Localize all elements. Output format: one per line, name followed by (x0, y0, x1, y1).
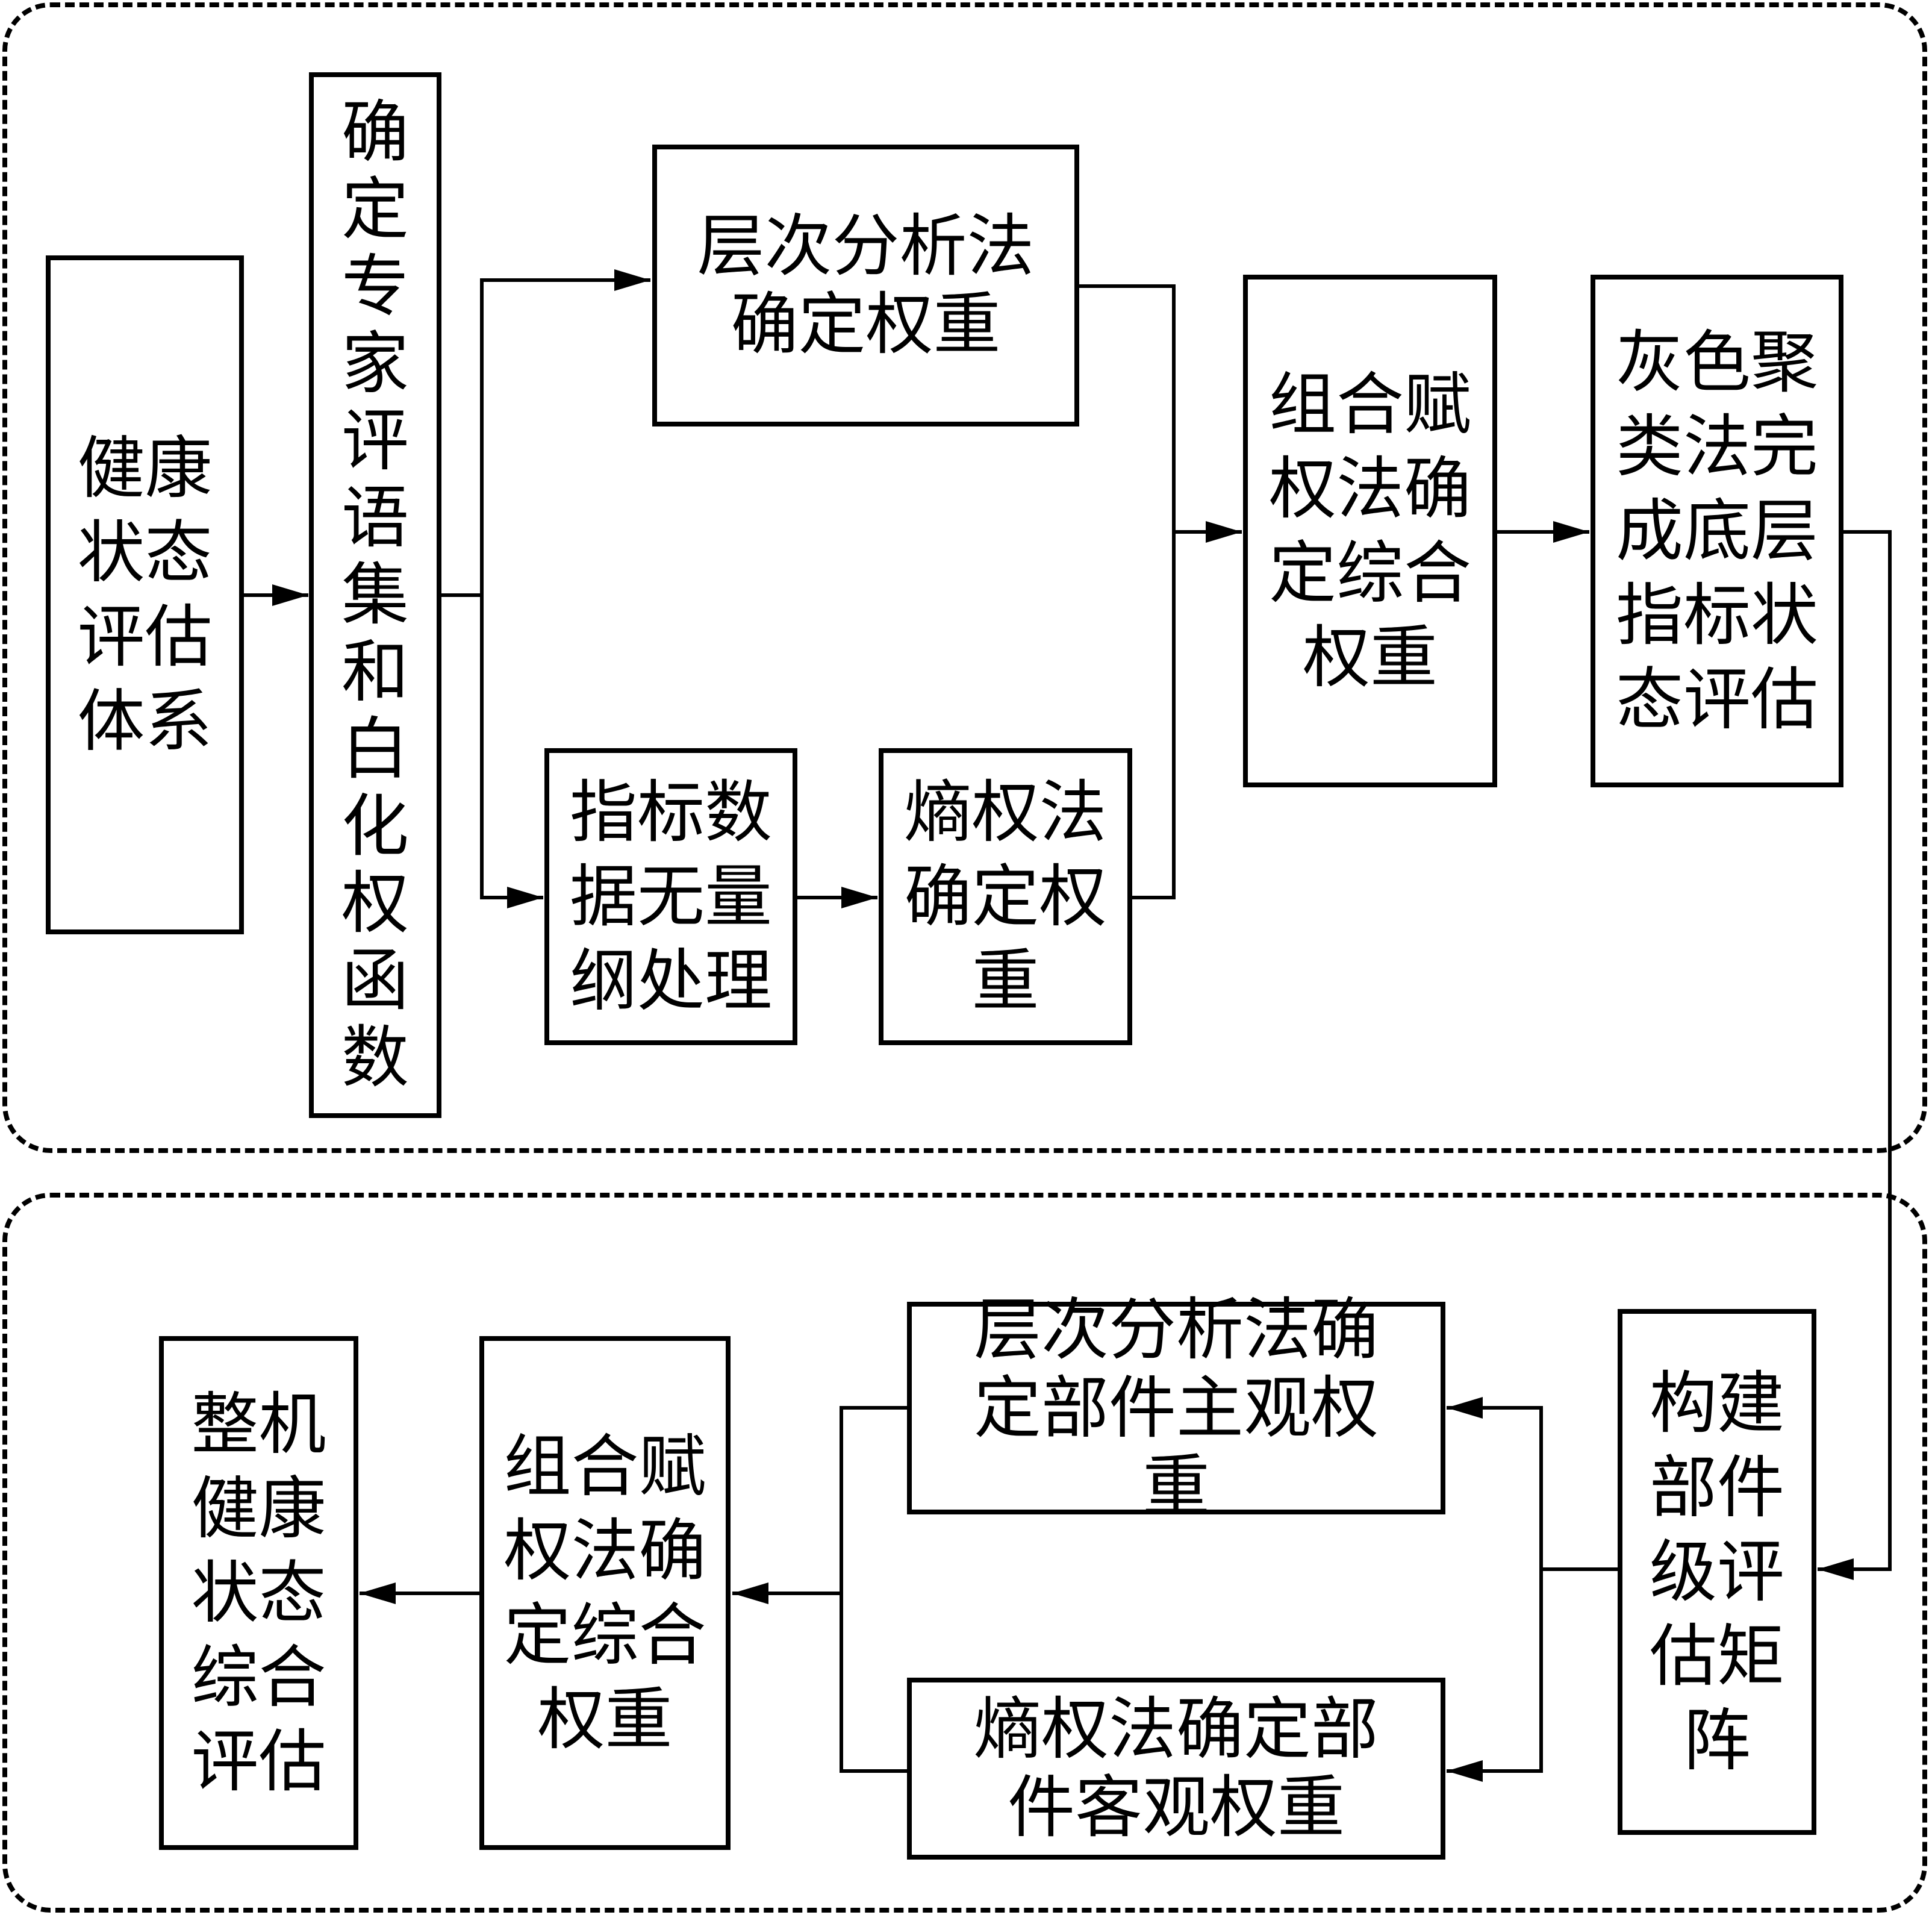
edge-matrix-to-ahp-component (1447, 1397, 1543, 1569)
node-entropy-component: 熵权法确定部件客观权重 (907, 1678, 1445, 1860)
node-grey-cluster: 灰色聚类法完成底层指标状态评估 (1591, 275, 1843, 787)
node-label: 整机健康状态综合评估 (191, 1385, 326, 1801)
node-label: 确定专家评语集和白化权函数 (341, 93, 409, 1097)
node-expert-set: 确定专家评语集和白化权函数 (309, 72, 441, 1118)
node-overall-eval: 整机健康状态综合评估 (159, 1336, 358, 1850)
edge-ahp-component-to-merge (840, 1406, 908, 1773)
node-label: 组合赋权法确定综合权重 (503, 1427, 706, 1759)
node-entropy-weight: 熵权法确定权重 (879, 748, 1132, 1045)
node-label: 层次分析法确定权重 (697, 207, 1035, 364)
edge-grey-cluster-to-component-matrix (1818, 530, 1892, 1580)
node-label: 健康状态评估体系 (77, 429, 213, 761)
node-component-matrix: 构建部件级评估矩阵 (1618, 1309, 1816, 1835)
node-label: 层次分析法确定部件主观权重 (974, 1290, 1379, 1526)
edge-expert-set-to-ahp (480, 269, 650, 595)
node-label: 组合赋权法确定综合权重 (1269, 365, 1471, 697)
node-health-system: 健康状态评估体系 (46, 255, 244, 934)
node-ahp-weight: 层次分析法确定权重 (652, 145, 1079, 426)
node-combined-weight-top: 组合赋权法确定综合权重 (1243, 275, 1497, 787)
node-combined-weight-bottom: 组合赋权法确定综合权重 (479, 1336, 731, 1850)
node-ahp-component: 层次分析法确定部件主观权重 (907, 1291, 1445, 1526)
edge-matrix-to-entropy-component (1447, 1569, 1543, 1782)
node-label: 熵权法确定权重 (904, 773, 1107, 1020)
node-label: 熵权法确定部件客观权重 (974, 1690, 1379, 1847)
edge-expert-set-to-normalize (480, 595, 543, 908)
edge-ahp-to-merge (1078, 284, 1176, 899)
node-label: 构建部件级评估矩阵 (1649, 1364, 1784, 1780)
stage-region-component-level (2, 1193, 1927, 1913)
node-normalize: 指标数据无量纲处理 (544, 748, 797, 1045)
stage-region-indicator-level (2, 2, 1927, 1153)
node-label: 指标数据无量纲处理 (570, 773, 772, 1020)
node-label: 灰色聚类法完成底层指标状态评估 (1616, 323, 1818, 739)
